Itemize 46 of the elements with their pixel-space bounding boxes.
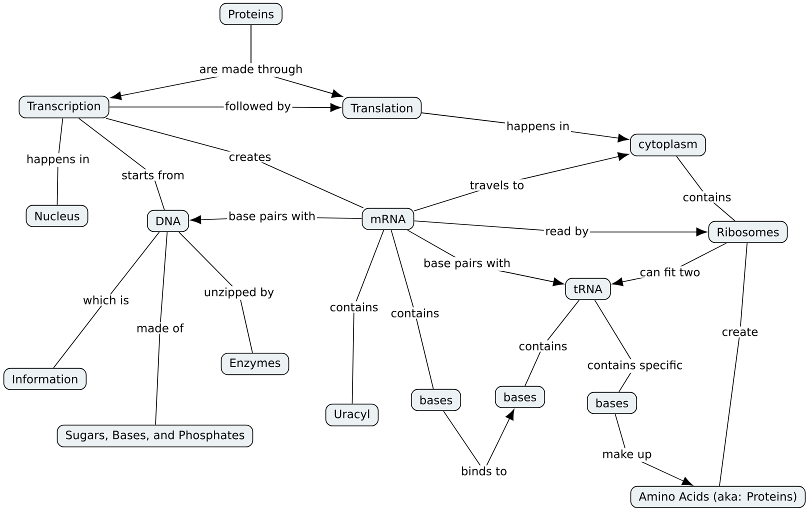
edge-label: which is (82, 294, 130, 306)
concept-box: Uracyl (325, 404, 379, 426)
edge-label: binds to (460, 465, 508, 477)
edge-label: made of (135, 322, 185, 334)
concept-box: Enzymes (220, 352, 290, 376)
edge-label: are made through (198, 63, 304, 77)
concept-box: bases (586, 392, 638, 414)
concept-box: Nucleus (26, 204, 88, 228)
connector-line (155, 232, 168, 426)
concept-box: DNA (146, 210, 190, 232)
concept-box: mRNA (362, 208, 414, 230)
edge-label: contains (517, 340, 569, 352)
connector-line (390, 230, 434, 390)
edge-label: happens in (25, 153, 91, 167)
concept-box: Information (3, 368, 87, 390)
concept-box: tRNA (565, 278, 611, 300)
edge-label: make up (600, 448, 654, 462)
edge-label: base pairs with (422, 257, 512, 271)
edge-label: travels to (468, 179, 526, 191)
edge-label: contains specific (586, 359, 684, 373)
connector-line (78, 118, 165, 210)
connector-line (719, 242, 748, 486)
edge-label: contains (681, 191, 733, 203)
edge-label: contains (389, 307, 441, 319)
concept-box: cytoplasm (630, 134, 706, 156)
concept-box: Sugars, Bases, and Phosphates (56, 424, 254, 448)
edge-label: contains (328, 301, 380, 313)
edge-label: unzipped by (202, 286, 276, 300)
edge-label: happens in (505, 120, 571, 134)
connector-line (178, 232, 253, 354)
edge-label: base pairs with (227, 210, 317, 224)
concept-box: Translation (342, 96, 422, 120)
edge-label: starts from (120, 169, 186, 181)
concept-box: Transcription (18, 96, 110, 118)
edge-label: followed by (224, 100, 292, 114)
edge-label: can fit two (638, 266, 702, 278)
concept-box: Proteins (220, 2, 282, 26)
concept-box: Amino Acids (aka: Proteins) (630, 486, 806, 508)
concept-box: Ribosomes (708, 220, 788, 244)
connector-line (352, 230, 384, 404)
edge-label: read by (544, 225, 590, 239)
edge-label: create (720, 326, 760, 338)
connector-line (53, 232, 160, 368)
concept-box: bases (410, 388, 462, 412)
concept-box: bases (494, 386, 546, 408)
edge-label: creates (228, 152, 273, 162)
